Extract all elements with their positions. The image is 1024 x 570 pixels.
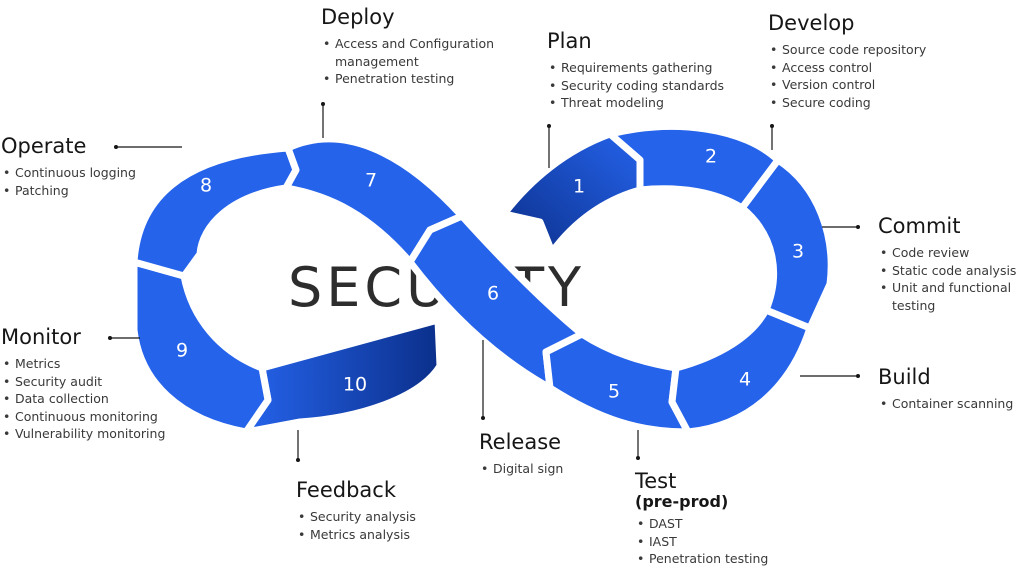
list-item: Metrics [1,355,165,373]
list-item: Unit and functional [878,279,1016,297]
list-item: management [335,53,419,69]
list-item: Continuous monitoring [1,408,165,426]
stage-items: Requirements gathering Security coding s… [547,59,724,112]
segment-number: 1 [573,176,585,198]
segment-number: 5 [608,381,620,403]
stage-title: Develop [768,11,855,35]
list-item: DAST [635,515,768,533]
stage-items: Security analysis Metrics analysis [296,508,416,543]
stage-monitor: Monitor Metrics Security audit Data coll… [1,325,165,443]
stage-items: Code review Static code analysis Unit an… [878,244,1016,314]
stage-items: Container scanning [878,395,1013,413]
stage-subtitle: (pre-prod) [635,492,729,511]
stage-items: Source code repository Access control Ve… [768,41,926,111]
stage-title: Commit [878,214,961,238]
segment-number: 9 [176,340,188,362]
list-item: Code review [878,244,1016,262]
segment-3 [738,156,835,332]
stage-title: Feedback [296,478,397,502]
list-item: Access control [768,59,926,77]
stage-deploy: Deploy Access and Configuration manageme… [321,5,494,88]
segment-number: 8 [200,175,212,197]
stage-test: Test (pre-prod) DAST IAST Penetration te… [635,469,768,568]
segment-number: 10 [343,374,367,396]
stage-title: Plan [547,29,592,53]
stage-title: Build [878,365,931,389]
segment-number: 4 [739,369,751,391]
list-item: testing [892,297,936,313]
list-item: Secure coding [768,94,926,112]
stage-develop: Develop Source code repository Access co… [768,11,926,111]
stage-operate: Operate Continuous logging Patching [1,134,136,199]
segment-10 [242,316,444,436]
list-item: Container scanning [878,395,1013,413]
stage-plan: Plan Requirements gathering Security cod… [547,29,724,112]
stage-release: Release Digital sign [479,430,563,478]
list-item: Data collection [1,390,165,408]
list-item: Access and Configuration [321,35,494,53]
segment-number: 3 [792,241,804,263]
stage-items: Metrics Security audit Data collection C… [1,355,165,443]
segment-number: 6 [487,283,499,305]
list-item: Security audit [1,373,165,391]
segment-2 [606,123,782,212]
segment-number: 2 [705,146,717,168]
list-item: Threat modeling [547,94,724,112]
stage-items: DAST IAST Penetration testing [635,515,768,568]
list-item: Source code repository [768,41,926,59]
list-item: Version control [768,76,926,94]
stage-title: Monitor [1,325,81,349]
stage-items: Access and Configuration management Pene… [321,35,494,88]
list-item: Static code analysis [878,262,1016,280]
stage-feedback: Feedback Security analysis Metrics analy… [296,478,416,543]
list-item: Patching [1,182,136,200]
stage-title: Release [479,430,562,454]
stage-commit: Commit Code review Static code analysis … [878,214,1016,314]
stage-items: Continuous logging Patching [1,164,136,199]
connectors [108,102,860,462]
stage-title: Operate [1,134,87,158]
list-item: Continuous logging [1,164,136,182]
segment-number: 7 [365,170,377,192]
stage-items: Digital sign [479,460,563,478]
list-item: Vulnerability monitoring [1,425,165,443]
list-item: Security analysis [296,508,416,526]
list-item: IAST [635,533,768,551]
stage-title: Test [635,469,677,493]
stage-title: Deploy [321,5,395,29]
segment-4 [668,306,814,436]
list-item: Penetration testing [321,70,494,88]
stage-build: Build Container scanning [878,365,1013,413]
segment-8 [130,144,300,280]
segment-1 [500,130,644,256]
list-item: Requirements gathering [547,59,724,77]
list-item: Penetration testing [635,550,768,568]
list-item: Metrics analysis [296,526,416,544]
list-item: Security coding standards [547,77,724,95]
list-item: Digital sign [479,460,563,478]
